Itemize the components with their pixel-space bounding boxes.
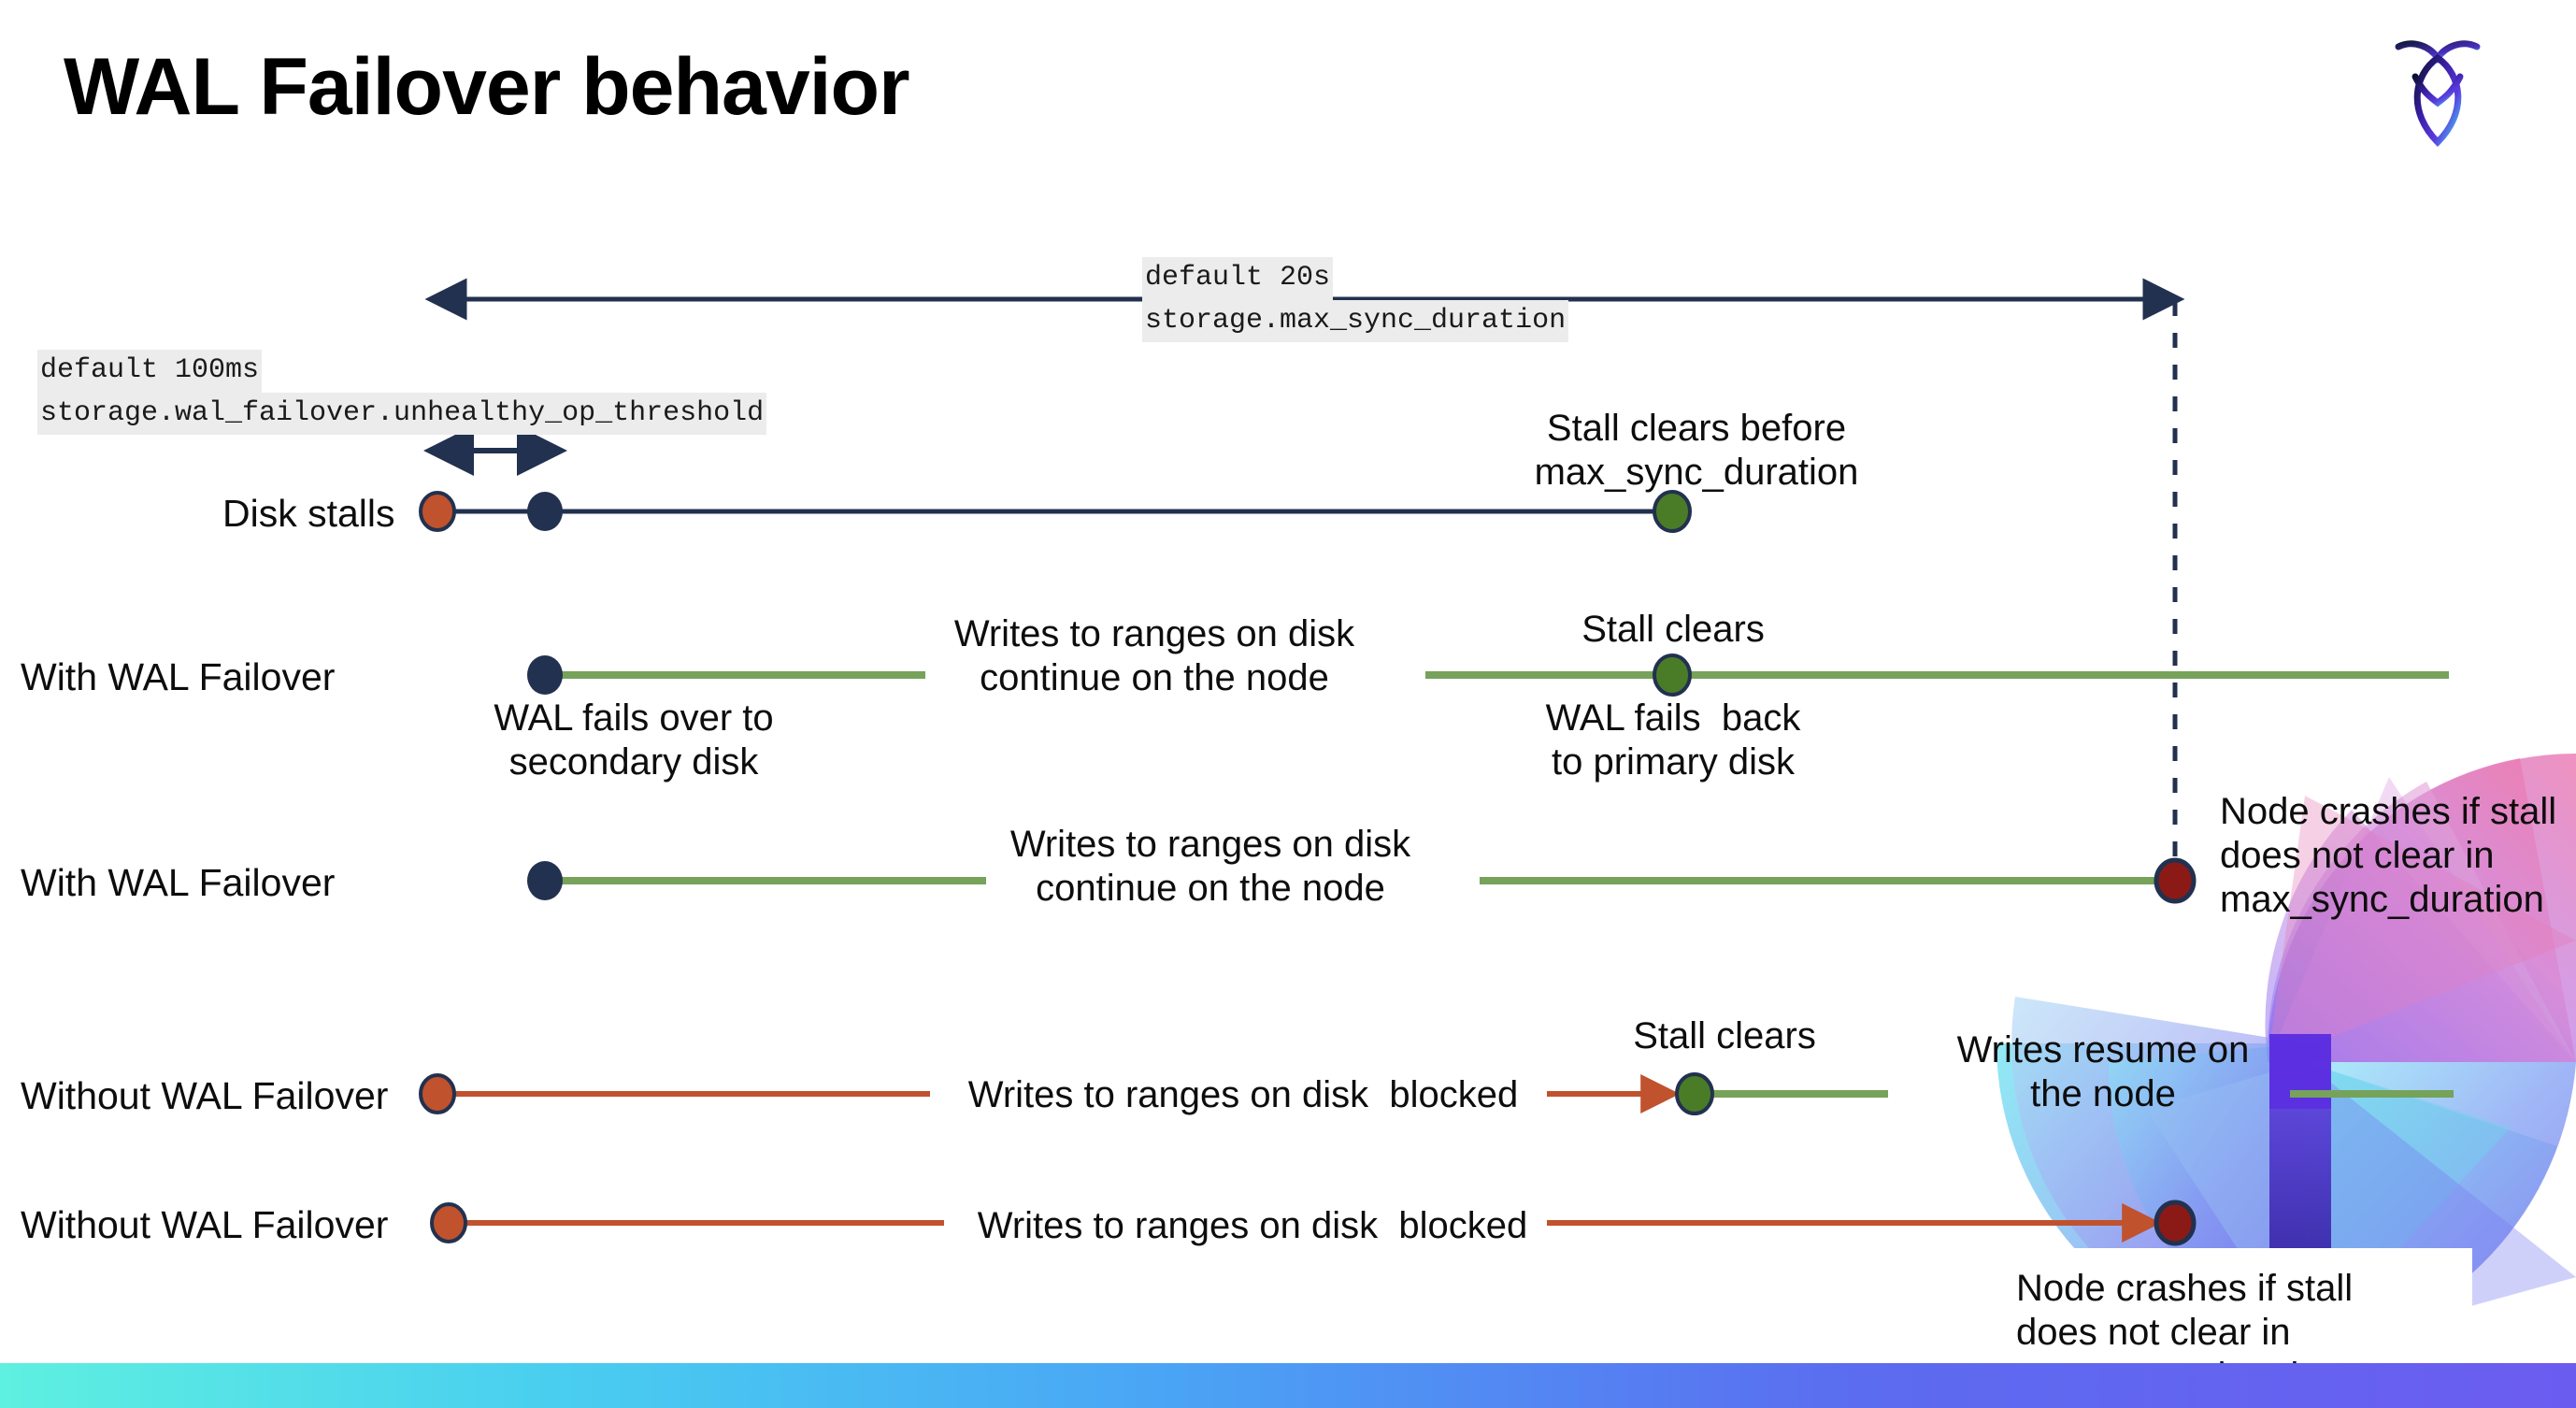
note-stall-clears-row4: Stall clears bbox=[1633, 1015, 1816, 1056]
max-sync-duration-annotation: default 20s storage.max_sync_duration bbox=[1142, 257, 1569, 342]
note-wal-fails-back: WAL fails back to primary disk bbox=[1545, 697, 1801, 783]
decor-mask-left bbox=[0, 888, 1963, 1408]
note-writes-resume: Writes resume on the node bbox=[1956, 1029, 2250, 1115]
row-label-disk-stalls: Disk stalls bbox=[222, 492, 395, 535]
row-with-wal-failover-2-track bbox=[527, 857, 2197, 904]
unhealthy-op-threshold-annotation: default 100ms storage.wal_failover.unhea… bbox=[37, 350, 767, 435]
unhealthy-op-setting-label: storage.wal_failover.unhealthy_op_thresh… bbox=[37, 392, 767, 435]
row-label-without-wal-failover-2: Without WAL Failover bbox=[21, 1203, 389, 1246]
row-with-wal-failover-1-track bbox=[527, 654, 2449, 697]
note-writes-blocked-2: Writes to ranges on disk blocked bbox=[977, 1205, 1528, 1246]
row-disk-stalls-track bbox=[419, 490, 1692, 533]
row-without-wal-failover-1-track bbox=[419, 1072, 2454, 1115]
note-writes-blocked-1: Writes to ranges on disk blocked bbox=[967, 1074, 1519, 1115]
note-writes-continue-1: Writes to ranges on disk continue on the… bbox=[953, 613, 1355, 699]
row-label-without-wal-failover-1: Without WAL Failover bbox=[21, 1074, 389, 1117]
page-title: WAL Failover behavior bbox=[64, 42, 910, 132]
note-wal-fails-over: WAL fails over to secondary disk bbox=[494, 697, 774, 783]
note-writes-continue-2: Writes to ranges on disk continue on the… bbox=[1009, 824, 1411, 910]
max-sync-default-label: default 20s bbox=[1142, 257, 1334, 300]
note-stall-clears-before: Stall clears before max_sync_duration bbox=[1534, 408, 1859, 494]
unhealthy-op-default-label: default 100ms bbox=[37, 350, 263, 393]
row-without-wal-failover-2-track bbox=[430, 1200, 2197, 1246]
note-stall-clears-row2: Stall clears bbox=[1581, 609, 1765, 650]
bottom-accent-bar bbox=[0, 1363, 2576, 1408]
row-label-with-wal-failover-1: With WAL Failover bbox=[21, 655, 336, 698]
max-sync-setting-label: storage.max_sync_duration bbox=[1142, 299, 1569, 342]
cockroachdb-logo-icon bbox=[2395, 40, 2481, 147]
note-node-crashes-row3: Node crashes if stall does not clear in … bbox=[2220, 791, 2557, 921]
row-label-with-wal-failover-2: With WAL Failover bbox=[21, 861, 336, 904]
